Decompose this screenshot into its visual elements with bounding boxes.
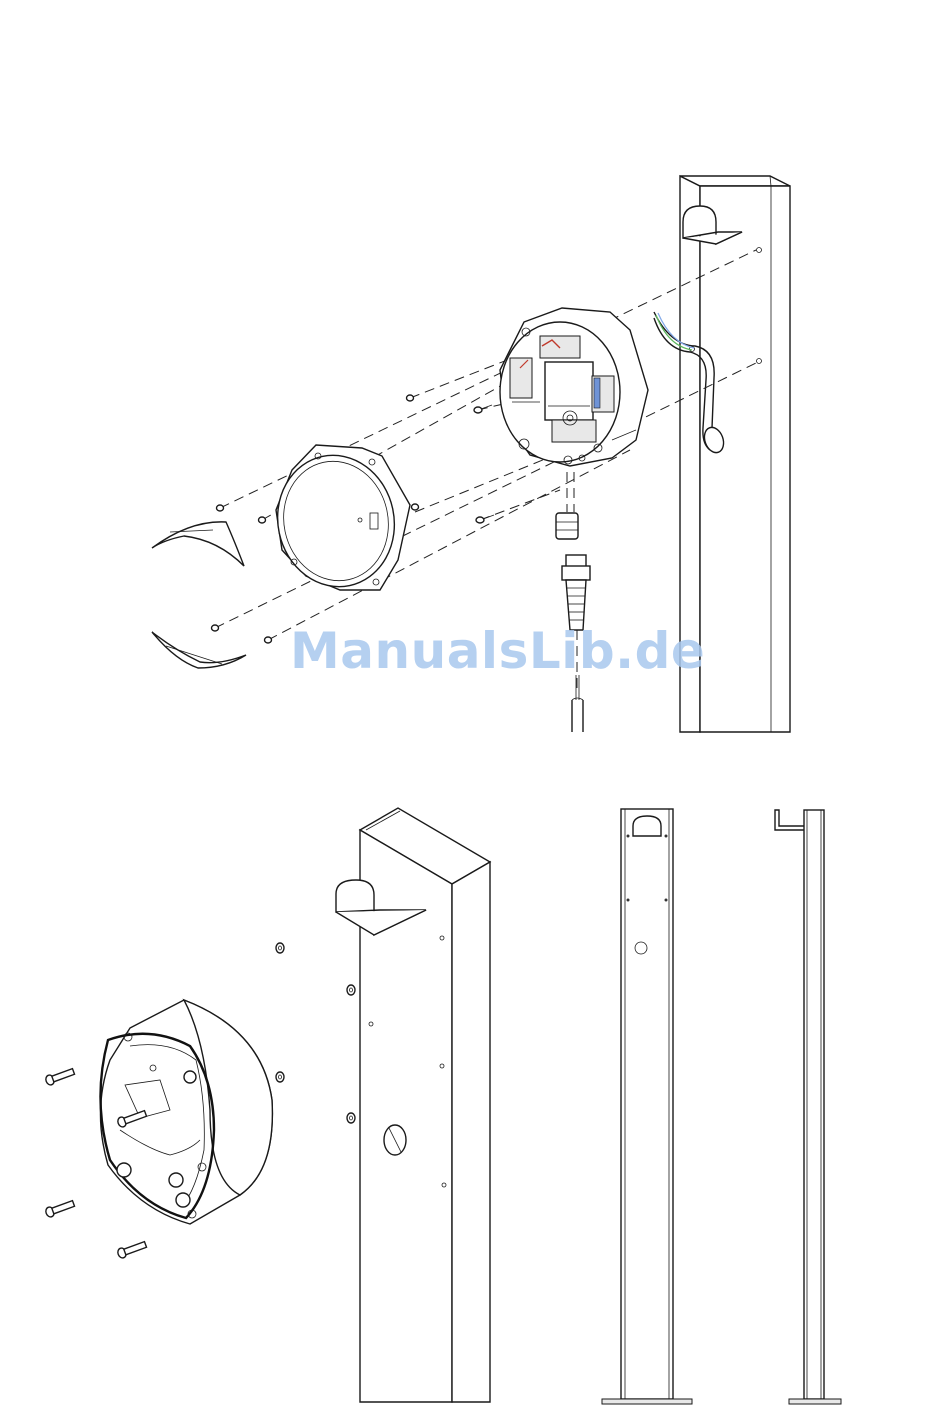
washer-icon [276, 943, 355, 1123]
front-bezel-icon [266, 444, 410, 597]
post-front-view-figure [602, 809, 692, 1404]
cable-gland-icon [556, 513, 578, 539]
mounting-box-icon [100, 1000, 272, 1224]
post-column-icon [775, 810, 824, 1399]
post-column-icon [621, 809, 673, 1399]
base-plate-icon [602, 1399, 692, 1404]
post-column-icon [360, 808, 490, 1402]
mounting-box-figure [45, 808, 490, 1402]
exploded-view-figure [152, 176, 790, 732]
electronics-housing-icon [500, 308, 648, 466]
post-column-icon [680, 176, 790, 732]
base-plate-icon [789, 1399, 841, 1404]
cover-shell-icon [152, 522, 246, 668]
strain-relief-icon [562, 555, 590, 630]
post-side-view-figure [775, 810, 841, 1404]
